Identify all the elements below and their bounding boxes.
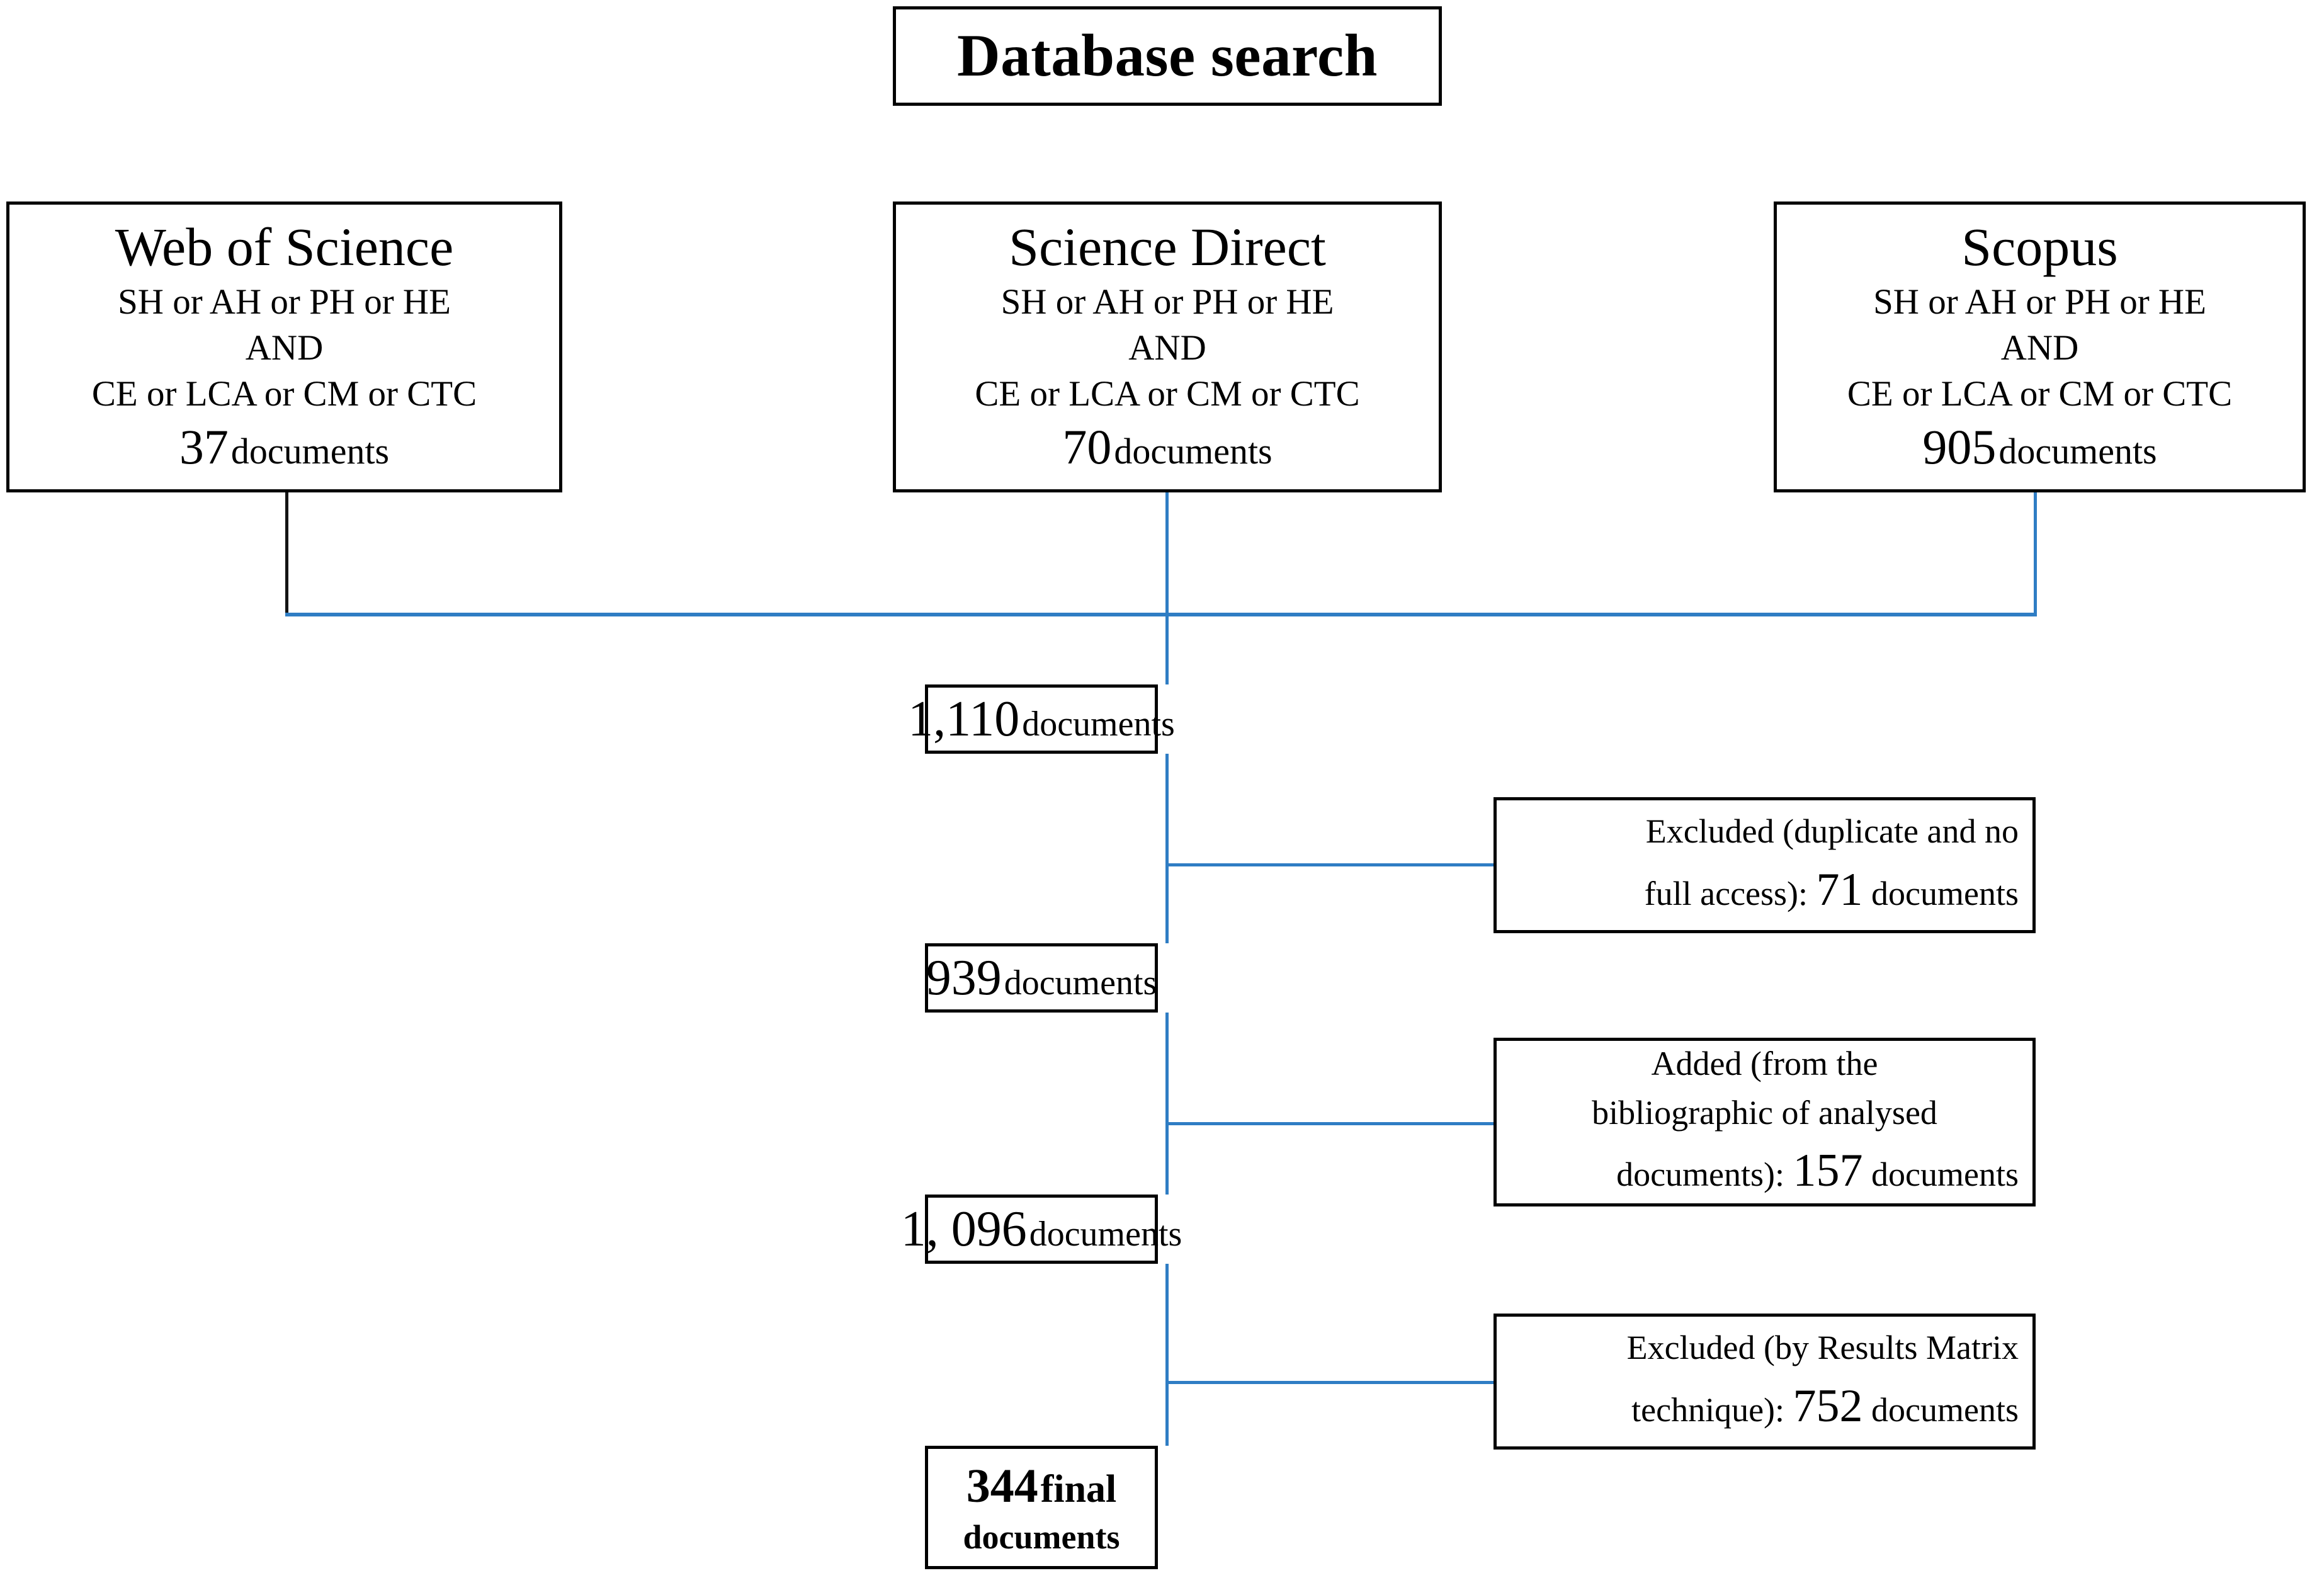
source-name: Scopus [1961, 216, 2118, 277]
database-search-title-box: Database search [893, 6, 1442, 106]
query-line-1: SH or AH or PH or HE [118, 282, 451, 322]
connector-spine-1096-to-final [1165, 1264, 1169, 1446]
source-count-word: documents [1114, 431, 1273, 472]
connector-spine-merged-to-939 [1165, 754, 1169, 943]
query-line-operator: AND [2000, 328, 2079, 368]
connector-branch-excluded-2 [1165, 1381, 1494, 1384]
source-count-number: 70 [1062, 419, 1112, 475]
source-name: Science Direct [1009, 216, 1326, 277]
final-qualifier: final [1040, 1467, 1117, 1511]
note-line-2: bibliographic of analysed [1592, 1093, 1937, 1132]
stage-line: 939 documents [926, 950, 1157, 1007]
note-prefix: technique): [1631, 1390, 1785, 1429]
stage-box-total-records: 1,110 documents [908, 684, 1175, 754]
query-line-operator: AND [1128, 328, 1206, 368]
note-number: 752 [1793, 1380, 1863, 1432]
source-count-number: 37 [179, 419, 229, 475]
source-box-science-direct: Science Direct SH or AH or PH or HE AND … [893, 202, 1442, 492]
source-count-number: 905 [1922, 419, 1997, 475]
query-line-operator: AND [245, 328, 324, 368]
note-line-3: documents): 157 documents [1511, 1137, 2019, 1205]
connector-spine-939-to-1096 [1165, 1013, 1169, 1195]
stage-count-number: 1, 096 [900, 1201, 1027, 1257]
note-prefix: documents): [1616, 1155, 1785, 1194]
note-number: 157 [1793, 1145, 1863, 1197]
source-box-scopus: Scopus SH or AH or PH or HE AND CE or LC… [1774, 202, 2306, 492]
page-title: Database search [956, 22, 1378, 89]
source-box-web-of-science: Web of Science SH or AH or PH or HE AND … [6, 202, 562, 492]
connector-scopus-riser [2034, 492, 2037, 616]
query-line-2: CE or LCA or CM or CTC [1847, 374, 2233, 414]
query-line-2: CE or LCA or CM or CTC [975, 374, 1360, 414]
source-count-line: 37 documents [179, 423, 389, 472]
note-line-1: Excluded (duplicate and no [1645, 812, 2019, 850]
source-count-line: 905 documents [1922, 423, 2157, 472]
final-line-2: documents [963, 1518, 1120, 1556]
note-suffix: documents [1871, 1155, 2019, 1194]
note-suffix: documents [1871, 874, 2019, 912]
note-box-excluded-duplicates: Excluded (duplicate and no full access):… [1494, 797, 2036, 933]
source-count-word: documents [1998, 431, 2157, 472]
connector-source-bus [285, 613, 2037, 616]
stage-line: 1, 096 documents [901, 1201, 1182, 1258]
note-box-excluded-results-matrix: Excluded (by Results Matrix technique): … [1494, 1314, 2036, 1450]
note-number: 71 [1816, 863, 1863, 916]
connector-wos-riser [285, 492, 288, 616]
final-documents-box: 344 final documents [925, 1446, 1158, 1569]
stage-count-number: 1,110 [908, 691, 1020, 747]
query-line-1: SH or AH or PH or HE [1873, 282, 2206, 322]
note-line-2: technique): 752 documents [1511, 1373, 2019, 1440]
stage-count-word: documents [1004, 963, 1157, 1002]
connector-sciencedirect-riser [1165, 492, 1169, 684]
note-suffix: documents [1871, 1390, 2019, 1429]
stage-box-after-exclusion-1: 939 documents [925, 943, 1158, 1013]
stage-count-word: documents [1029, 1214, 1182, 1254]
source-count-word: documents [230, 431, 390, 472]
stage-count-number: 939 [926, 950, 1002, 1006]
note-line-2: full access): 71 documents [1511, 856, 2019, 924]
final-count-number: 344 [966, 1459, 1038, 1513]
connector-branch-excluded-1 [1165, 863, 1494, 866]
connector-branch-added [1165, 1122, 1494, 1125]
query-line-2: CE or LCA or CM or CTC [91, 374, 477, 414]
note-line-1: Added (from the [1651, 1044, 1878, 1082]
query-line-1: SH or AH or PH or HE [1000, 282, 1334, 322]
final-line-1: 344 final [966, 1459, 1117, 1514]
source-name: Web of Science [115, 216, 454, 277]
note-box-added-from-bibliography: Added (from the bibliographic of analyse… [1494, 1038, 2036, 1206]
stage-box-after-addition: 1, 096 documents [901, 1195, 1182, 1264]
stage-count-word: documents [1022, 704, 1175, 744]
stage-line: 1,110 documents [908, 691, 1175, 748]
source-count-line: 70 documents [1062, 423, 1272, 472]
note-line-1: Excluded (by Results Matrix [1626, 1328, 2019, 1366]
note-prefix: full access): [1644, 874, 1808, 912]
